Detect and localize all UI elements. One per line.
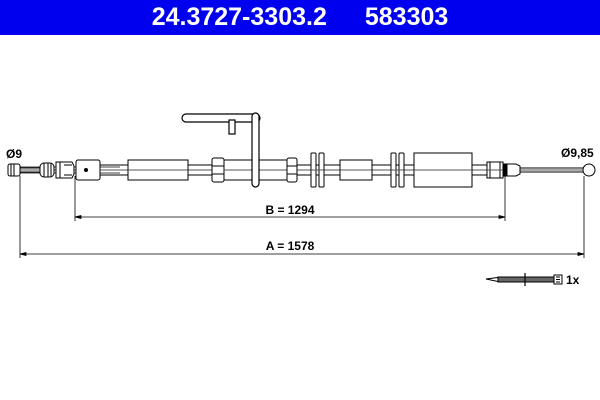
- mounting-bracket: [181, 112, 261, 188]
- reference-number: 583303: [364, 3, 449, 31]
- right-diameter-label: Ø9,85: [561, 146, 594, 160]
- grommet-1: [310, 152, 340, 188]
- dimension-a-label: A = 1578: [266, 239, 315, 253]
- grommet-2: [390, 152, 414, 188]
- left-end-fitting: [7, 159, 128, 181]
- conduit-sleeve-2: [339, 159, 391, 181]
- dimension-b: [74, 176, 506, 221]
- dimension-b-label: B = 1294: [265, 203, 314, 217]
- dimension-a: [19, 176, 585, 258]
- right-end-fitting: [486, 161, 596, 179]
- part-number: 24.3727-3303.2: [151, 3, 327, 31]
- title-bar: 24.3727-3303.2 583303: [0, 0, 600, 35]
- conduit-sleeve-1: [127, 157, 287, 183]
- left-diameter-label: Ø9: [6, 147, 22, 161]
- accessory-quantity: 1x: [566, 273, 580, 287]
- damper-housing: [413, 152, 487, 188]
- cable-tie-icon: [485, 273, 563, 286]
- adjuster-nut: [286, 157, 311, 183]
